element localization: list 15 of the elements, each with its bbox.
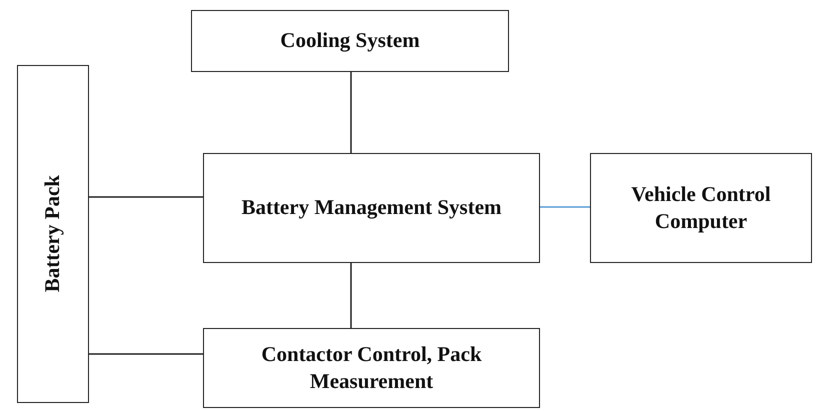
box-label: Contactor Control, Pack Measurement: [260, 340, 483, 395]
connector-line: [89, 353, 203, 355]
connector-line: [350, 263, 352, 328]
connector-line: [350, 72, 352, 153]
process-box: [17, 65, 89, 403]
connector-line: [540, 206, 590, 208]
process-box: [203, 328, 540, 408]
process-box: [590, 153, 812, 263]
box-label: Vehicle Control Computer: [630, 180, 772, 235]
box-label: Cooling System: [279, 27, 421, 54]
process-box: [191, 10, 509, 72]
box-label: Battery Management System: [240, 194, 503, 222]
connector-line: [89, 196, 203, 198]
box-label: Battery Pack: [39, 175, 66, 293]
process-box: [203, 153, 540, 263]
